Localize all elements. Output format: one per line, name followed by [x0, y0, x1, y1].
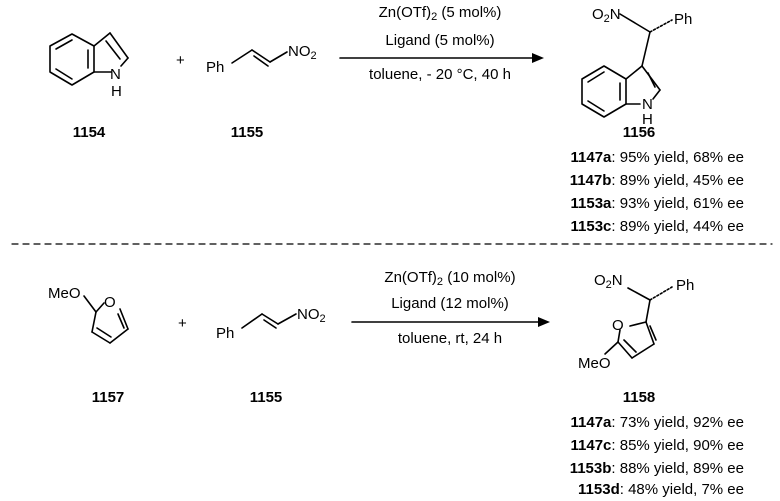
- nitrostyrene-no2-label-2: NO2: [297, 306, 326, 325]
- compound-label-1158: 1158: [622, 389, 656, 406]
- compound-label-1156: 1156: [622, 124, 656, 141]
- conditions-2-solvent: toluene, rt, 24 h: [397, 330, 503, 347]
- nitrostyrene-no2-label-1: NO2: [288, 43, 317, 62]
- indole-1154-structure: [49, 32, 129, 86]
- product-1156-o2n-label: O2N: [592, 6, 621, 25]
- indole-n-label: N: [110, 66, 121, 83]
- product-1158-meo-label: MeO: [578, 355, 611, 372]
- compound-label-1155-top: 1155: [230, 124, 264, 141]
- results-1-row-4: 1153c: 89% yield, 44% ee: [570, 218, 744, 235]
- product-1156-n-label: N: [642, 96, 653, 113]
- conditions-1-ligand: Ligand (5 mol%): [385, 32, 495, 49]
- results-2-row-2: 1147c: 85% yield, 90% ee: [570, 437, 744, 454]
- conditions-1-solvent: toluene, - 20 °C, 40 h: [369, 66, 511, 83]
- compound-label-1155-bottom: 1155: [249, 389, 283, 406]
- nitrostyrene-1155-structure-top: [231, 49, 288, 67]
- product-1156-ph-label: Ph: [674, 11, 693, 28]
- compound-label-1157: 1157: [91, 389, 125, 406]
- conditions-2-ligand: Ligand (12 mol%): [391, 295, 509, 312]
- product-1158-ph-label: Ph: [676, 277, 695, 294]
- product-1158-structure: [604, 286, 673, 359]
- compound-label-1154: 1154: [72, 124, 106, 141]
- reaction-arrow-2: [351, 317, 550, 327]
- indole-h-label: H: [111, 83, 122, 100]
- plus-sign-2: +: [178, 315, 187, 332]
- results-2-row-4: 1153d: 48% yield, 7% ee: [578, 481, 744, 498]
- results-2-row-3: 1153b: 88% yield, 89% ee: [569, 460, 744, 477]
- nitrostyrene-ph-label-1: Ph: [206, 59, 225, 76]
- methoxyfuran-1157-structure: [83, 295, 129, 344]
- results-1-row-1: 1147a: 95% yield, 68% ee: [570, 149, 744, 166]
- results-1-row-2: 1147b: 89% yield, 45% ee: [569, 172, 744, 189]
- results-1-row-3: 1153a: 93% yield, 61% ee: [570, 195, 744, 212]
- results-2-row-1: 1147a: 73% yield, 92% ee: [570, 414, 744, 431]
- nitrostyrene-ph-label-2: Ph: [216, 325, 235, 342]
- product-1158-o2n-label: O2N: [594, 272, 623, 291]
- product-1158-o-label: O: [612, 317, 624, 334]
- plus-sign-1: +: [176, 52, 185, 69]
- nitrostyrene-1155-structure-bottom: [241, 313, 297, 329]
- furan-meo-label: MeO: [48, 285, 81, 302]
- product-1156-h-label: H: [642, 111, 653, 128]
- reaction-arrow-1: [339, 53, 544, 63]
- conditions-1-catalyst: Zn(OTf)2 (5 mol%): [378, 4, 502, 23]
- conditions-2-catalyst: Zn(OTf)2 (10 mol%): [384, 269, 516, 288]
- furan-o-label: O: [104, 294, 116, 311]
- product-1156-structure: [581, 13, 673, 118]
